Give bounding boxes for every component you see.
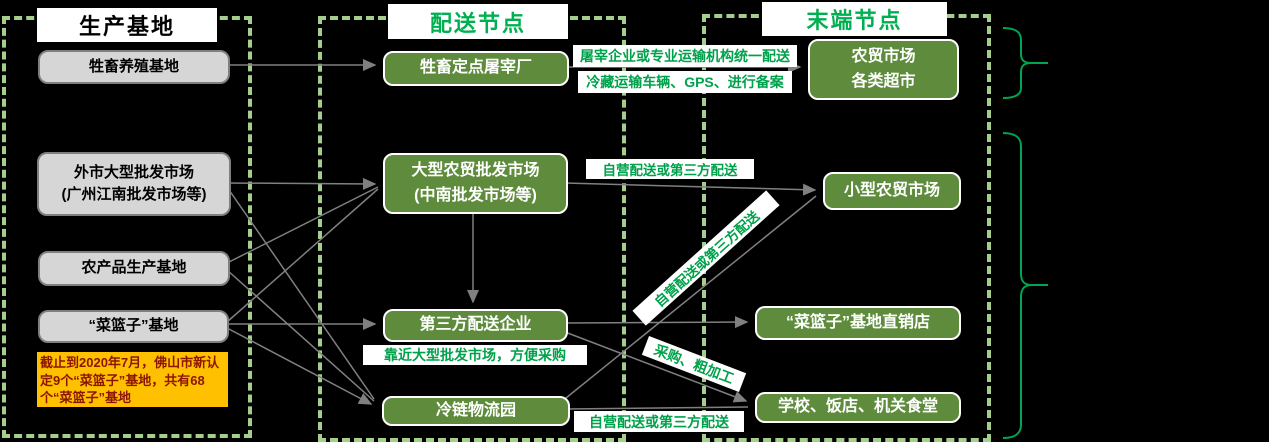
node-slaughterhouse: 牲畜定点屠宰厂 [383, 51, 569, 86]
node-outer-wholesale-market: 外市大型批发市场 (广州江南批发市场等) [37, 152, 231, 216]
edge-coldchain-to-smallmarket [565, 195, 817, 399]
edge-basket-to-coldchain [226, 327, 373, 405]
node-basket-direct-store: “菜篮子”基地直销店 [755, 306, 961, 340]
brace-bottom [1002, 132, 1033, 439]
node-label: 小型农贸市场 [843, 181, 940, 199]
node-large-wholesale-market: 大型农贸批发市场 (中南批发市场等) [383, 153, 568, 214]
node-label-line2: (中南批发市场等) [414, 186, 537, 204]
terminal-column-title: 末端节点 [762, 2, 947, 36]
production-column-title: 生产基地 [37, 8, 217, 42]
node-small-farmers-market: 小型农贸市场 [823, 172, 961, 210]
basket-base-note: 截止到2020年7月，佛山市新认定9个“菜篮子”基地，共有68个“菜篮子”基地 [37, 352, 228, 407]
label-third-party-note: 靠近大型批发市场，方便采购 [363, 345, 587, 365]
node-label-line2: (广州江南批发市场等) [61, 186, 207, 203]
production-title-label: 生产基地 [78, 14, 175, 39]
brace-top [1002, 27, 1032, 99]
terminal-title-label: 末端节点 [806, 8, 903, 33]
distribution-column-title: 配送节点 [388, 4, 568, 39]
node-third-party-delivery: 第三方配送企业 [383, 309, 568, 342]
node-basket-base: “菜篮子”基地 [38, 310, 229, 343]
label-cold-transport: 冷藏运输车辆、GPS、进行备案 [578, 71, 792, 93]
node-label: 外市大型批发市场 [73, 163, 194, 181]
edge-label-text: 冷藏运输车辆、GPS、进行备案 [586, 74, 784, 90]
note-text: 截止到2020年7月，佛山市新认定9个“菜篮子”基地，共有68个“菜篮子”基地 [40, 355, 220, 406]
edge-basket-to-wholesale [226, 188, 379, 323]
node-label: “菜篮子”基地 [88, 317, 179, 335]
node-cold-chain-park: 冷链物流园 [382, 396, 570, 426]
edge-label-text: 自营配送或第三方配送 [602, 163, 738, 178]
label-unified-delivery: 屠宰企业或专业运输机构统一配送 [573, 45, 797, 67]
node-label: 学校、饭店、机关食堂 [777, 398, 938, 416]
edge-label-text: 屠宰企业或专业运输机构统一配送 [580, 48, 790, 64]
node-label: “菜篮子”基地直销店 [785, 313, 930, 331]
node-label: 牲畜定点屠宰厂 [419, 59, 532, 77]
node-label: 牲畜养殖基地 [88, 57, 179, 75]
edge-thirdparty-to-basketstore [564, 316, 749, 329]
edge-label-text: 自营配送或第三方配送 [589, 413, 729, 430]
node-agri-production-base: 农产品生产基地 [38, 251, 230, 286]
edge-outer-to-coldchain [226, 186, 375, 400]
node-livestock-base: 牲畜养殖基地 [38, 50, 230, 84]
distribution-title-label: 配送节点 [429, 10, 526, 36]
node-label-line2: 各类超市 [851, 72, 916, 90]
node-farmers-market-supermarkets: 农贸市场 各类超市 [808, 39, 959, 100]
node-label: 大型农贸批发市场 [411, 161, 540, 179]
node-label: 农贸市场 [851, 47, 916, 65]
node-label: 冷链物流园 [435, 401, 516, 419]
edge-coldchain-to-canteens [565, 406, 749, 410]
node-label: 第三方配送企业 [419, 316, 532, 334]
edge-wholesale-to-smallmarket [564, 182, 817, 196]
edge-agri-to-coldchain [226, 269, 375, 402]
edge-outer-to-wholesale [226, 177, 377, 190]
label-self-or-third-top: 自营配送或第三方配送 [586, 159, 754, 179]
edge-label-text: 靠近大型批发市场，方便采购 [384, 347, 566, 363]
edge-thirdparty-to-canteens [564, 331, 748, 403]
label-self-or-third-bottom: 自营配送或第三方配送 [574, 411, 744, 432]
node-label: 农产品生产基地 [81, 259, 187, 277]
node-school-canteens: 学校、饭店、机关食堂 [755, 392, 961, 423]
edge-agri-to-wholesale [226, 186, 379, 264]
